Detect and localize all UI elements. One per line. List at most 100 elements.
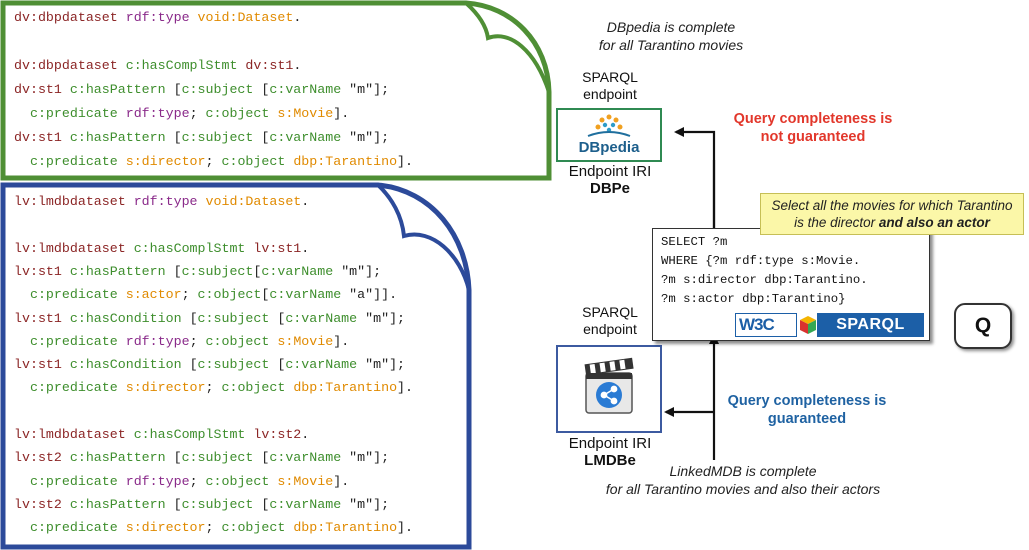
lmdb-doc-code-line: lv:lmdbdataset c:hasComplStmt lv:st1. — [14, 239, 309, 258]
code-token: void:Dataset — [197, 10, 294, 25]
dbpedia-dataset-document: dv:dbpdataset rdf:type void:Dataset.dv:d… — [14, 8, 554, 178]
dbpedia-doc-code-line: dv:dbpdataset rdf:type void:Dataset. — [14, 8, 301, 27]
code-token: "m" — [365, 310, 390, 326]
code-token: c:varName — [269, 287, 350, 303]
code-token: lv:lmdbdataset — [14, 240, 134, 256]
code-token: c:object — [221, 520, 294, 536]
code-token: ]. — [333, 106, 350, 121]
dbpedia-iri-value: DBPe — [589, 180, 630, 197]
code-token: c:hasPattern — [69, 450, 174, 466]
code-token: [ — [173, 450, 182, 466]
dbpedia-doc-code-line: dv:dbpdataset c:hasComplStmt dv:st1. — [14, 56, 301, 75]
code-token: c:object — [221, 154, 294, 169]
code-token: c:object — [205, 473, 278, 489]
query-badge[interactable]: Q — [954, 303, 1012, 349]
lmdb-doc-code-line: lv:lmdbdataset rdf:type void:Dataset. — [14, 192, 309, 211]
code-token: lv:lmdbdataset — [14, 427, 134, 442]
lmdb-doc-fold — [376, 183, 471, 291]
lmdb-doc-code-line: lv:st1 c:hasPattern [c:subject[c:varName… — [14, 262, 381, 281]
code-token: rdf:type — [125, 106, 190, 121]
code-token: void:Dataset — [205, 194, 302, 209]
code-token: rdf:type — [125, 333, 190, 349]
code-token: c:hasPattern — [69, 130, 174, 145]
lmdb-doc-code-line: c:predicate rdf:type; c:object s:Movie]. — [14, 472, 349, 491]
code-token: c:subject — [181, 496, 262, 512]
code-token: ]. — [397, 380, 414, 396]
code-token: dbp:Tarantino — [293, 380, 398, 396]
dbpedia-endpoint-box[interactable]: DBpedia — [556, 108, 662, 162]
code-token: ]; — [373, 496, 390, 512]
lmdb-note-line-1: LinkedMDB is complete — [669, 463, 817, 479]
code-token: . — [301, 194, 310, 209]
lmdb-doc-code-line: lv:st2 c:hasPattern [c:subject [c:varNam… — [14, 448, 389, 467]
code-token: ]; — [373, 450, 390, 466]
code-token: ; — [181, 287, 198, 303]
code-token: [ — [277, 357, 286, 373]
code-token: "m" — [349, 496, 374, 512]
code-token: [ — [261, 287, 270, 303]
query-line-2: WHERE {?m rdf:type s:Movie. — [661, 254, 861, 268]
callout-line-2: is the director and also an actor — [761, 214, 1023, 231]
code-token: [ — [261, 450, 270, 466]
not-guaranteed-line-1: Query completeness is — [733, 111, 893, 127]
code-token: lv:st2 — [14, 450, 70, 466]
dbpedia-logo-icon: DBpedia — [579, 114, 640, 156]
dbpedia-iri-caption: Endpoint IRI — [568, 163, 652, 180]
code-token: c:predicate — [14, 333, 126, 349]
code-token: ]. — [333, 333, 350, 349]
code-token: c:predicate — [14, 380, 126, 396]
w3c-logo: W3C — [735, 313, 797, 337]
lmdb-dataset-document: lv:lmdbdataset rdf:type void:Dataset.lv:… — [14, 192, 474, 542]
code-token: [ — [253, 263, 262, 279]
code-token: dbp:Tarantino — [293, 154, 398, 169]
code-token: ]; — [373, 82, 390, 97]
dbpedia-note-line-1: DBpedia is complete — [606, 19, 736, 35]
film-clapper-icon — [584, 357, 634, 414]
code-token: c:hasComplStmt — [125, 58, 246, 73]
code-token: c:predicate — [14, 287, 126, 303]
code-token: c:predicate — [14, 520, 126, 536]
code-token: rdf:type — [125, 473, 190, 489]
code-token: c:object — [197, 287, 262, 303]
lmdb-endpoint-box[interactable] — [556, 345, 662, 433]
lmdb-doc-code-line: lv:st1 c:hasCondition [c:subject [c:varN… — [14, 309, 405, 328]
query-description-callout: Select all the movies for which Tarantin… — [760, 193, 1024, 235]
code-token: [ — [189, 310, 198, 326]
dbpedia-doc-code-line: c:predicate s:director; c:object dbp:Tar… — [14, 152, 413, 171]
lmdb-note-line-2: for all Tarantino movies and also their … — [605, 481, 881, 497]
code-token: [ — [173, 263, 182, 279]
code-token: c:hasCondition — [69, 357, 190, 373]
lmdb-iri-caption: Endpoint IRI — [568, 435, 652, 452]
code-token: c:hasComplStmt — [133, 240, 254, 256]
code-token: c:varName — [269, 450, 350, 466]
code-token: c:object — [205, 106, 278, 121]
sparql-logo: SPARQL — [817, 313, 924, 337]
code-token: dv:st1 — [245, 58, 294, 73]
query-line-3: ?m s:director dbp:Tarantino. — [661, 273, 868, 287]
query-line-4: ?m s:actor dbp:Tarantino} — [661, 292, 846, 306]
code-token: c:predicate — [14, 154, 126, 169]
lmdb-endpoint-iri-label: Endpoint IRI LMDBe — [548, 435, 672, 469]
dbpedia-doc-fold — [464, 1, 551, 93]
code-token: . — [301, 240, 310, 256]
code-token: ; — [189, 106, 206, 121]
lmdb-doc-code-line: c:predicate s:director; c:object dbp:Tar… — [14, 378, 413, 397]
code-token: s:director — [125, 520, 206, 536]
code-token: c:varName — [269, 82, 350, 97]
code-token: ; — [189, 333, 206, 349]
code-token: ; — [189, 473, 206, 489]
code-token: lv:st1 — [253, 240, 302, 256]
code-token: . — [293, 58, 302, 73]
code-token: c:hasComplStmt — [133, 427, 254, 442]
code-token: lv:st1 — [14, 263, 70, 279]
callout-line-2-plain: is the director — [794, 215, 879, 230]
code-token: [ — [173, 130, 182, 145]
code-token: c:hasCondition — [69, 310, 190, 326]
code-token: "m" — [341, 263, 366, 279]
dbpedia-completeness-note: DBpedia is complete for all Tarantino mo… — [566, 18, 776, 54]
code-token: s:Movie — [277, 333, 334, 349]
callout-line-1: Select all the movies for which Tarantin… — [771, 198, 1013, 213]
code-token: c:predicate — [14, 106, 126, 121]
not-guaranteed-line-2: not guaranteed — [760, 129, 866, 145]
code-token: dv:dbpdataset — [14, 58, 126, 73]
